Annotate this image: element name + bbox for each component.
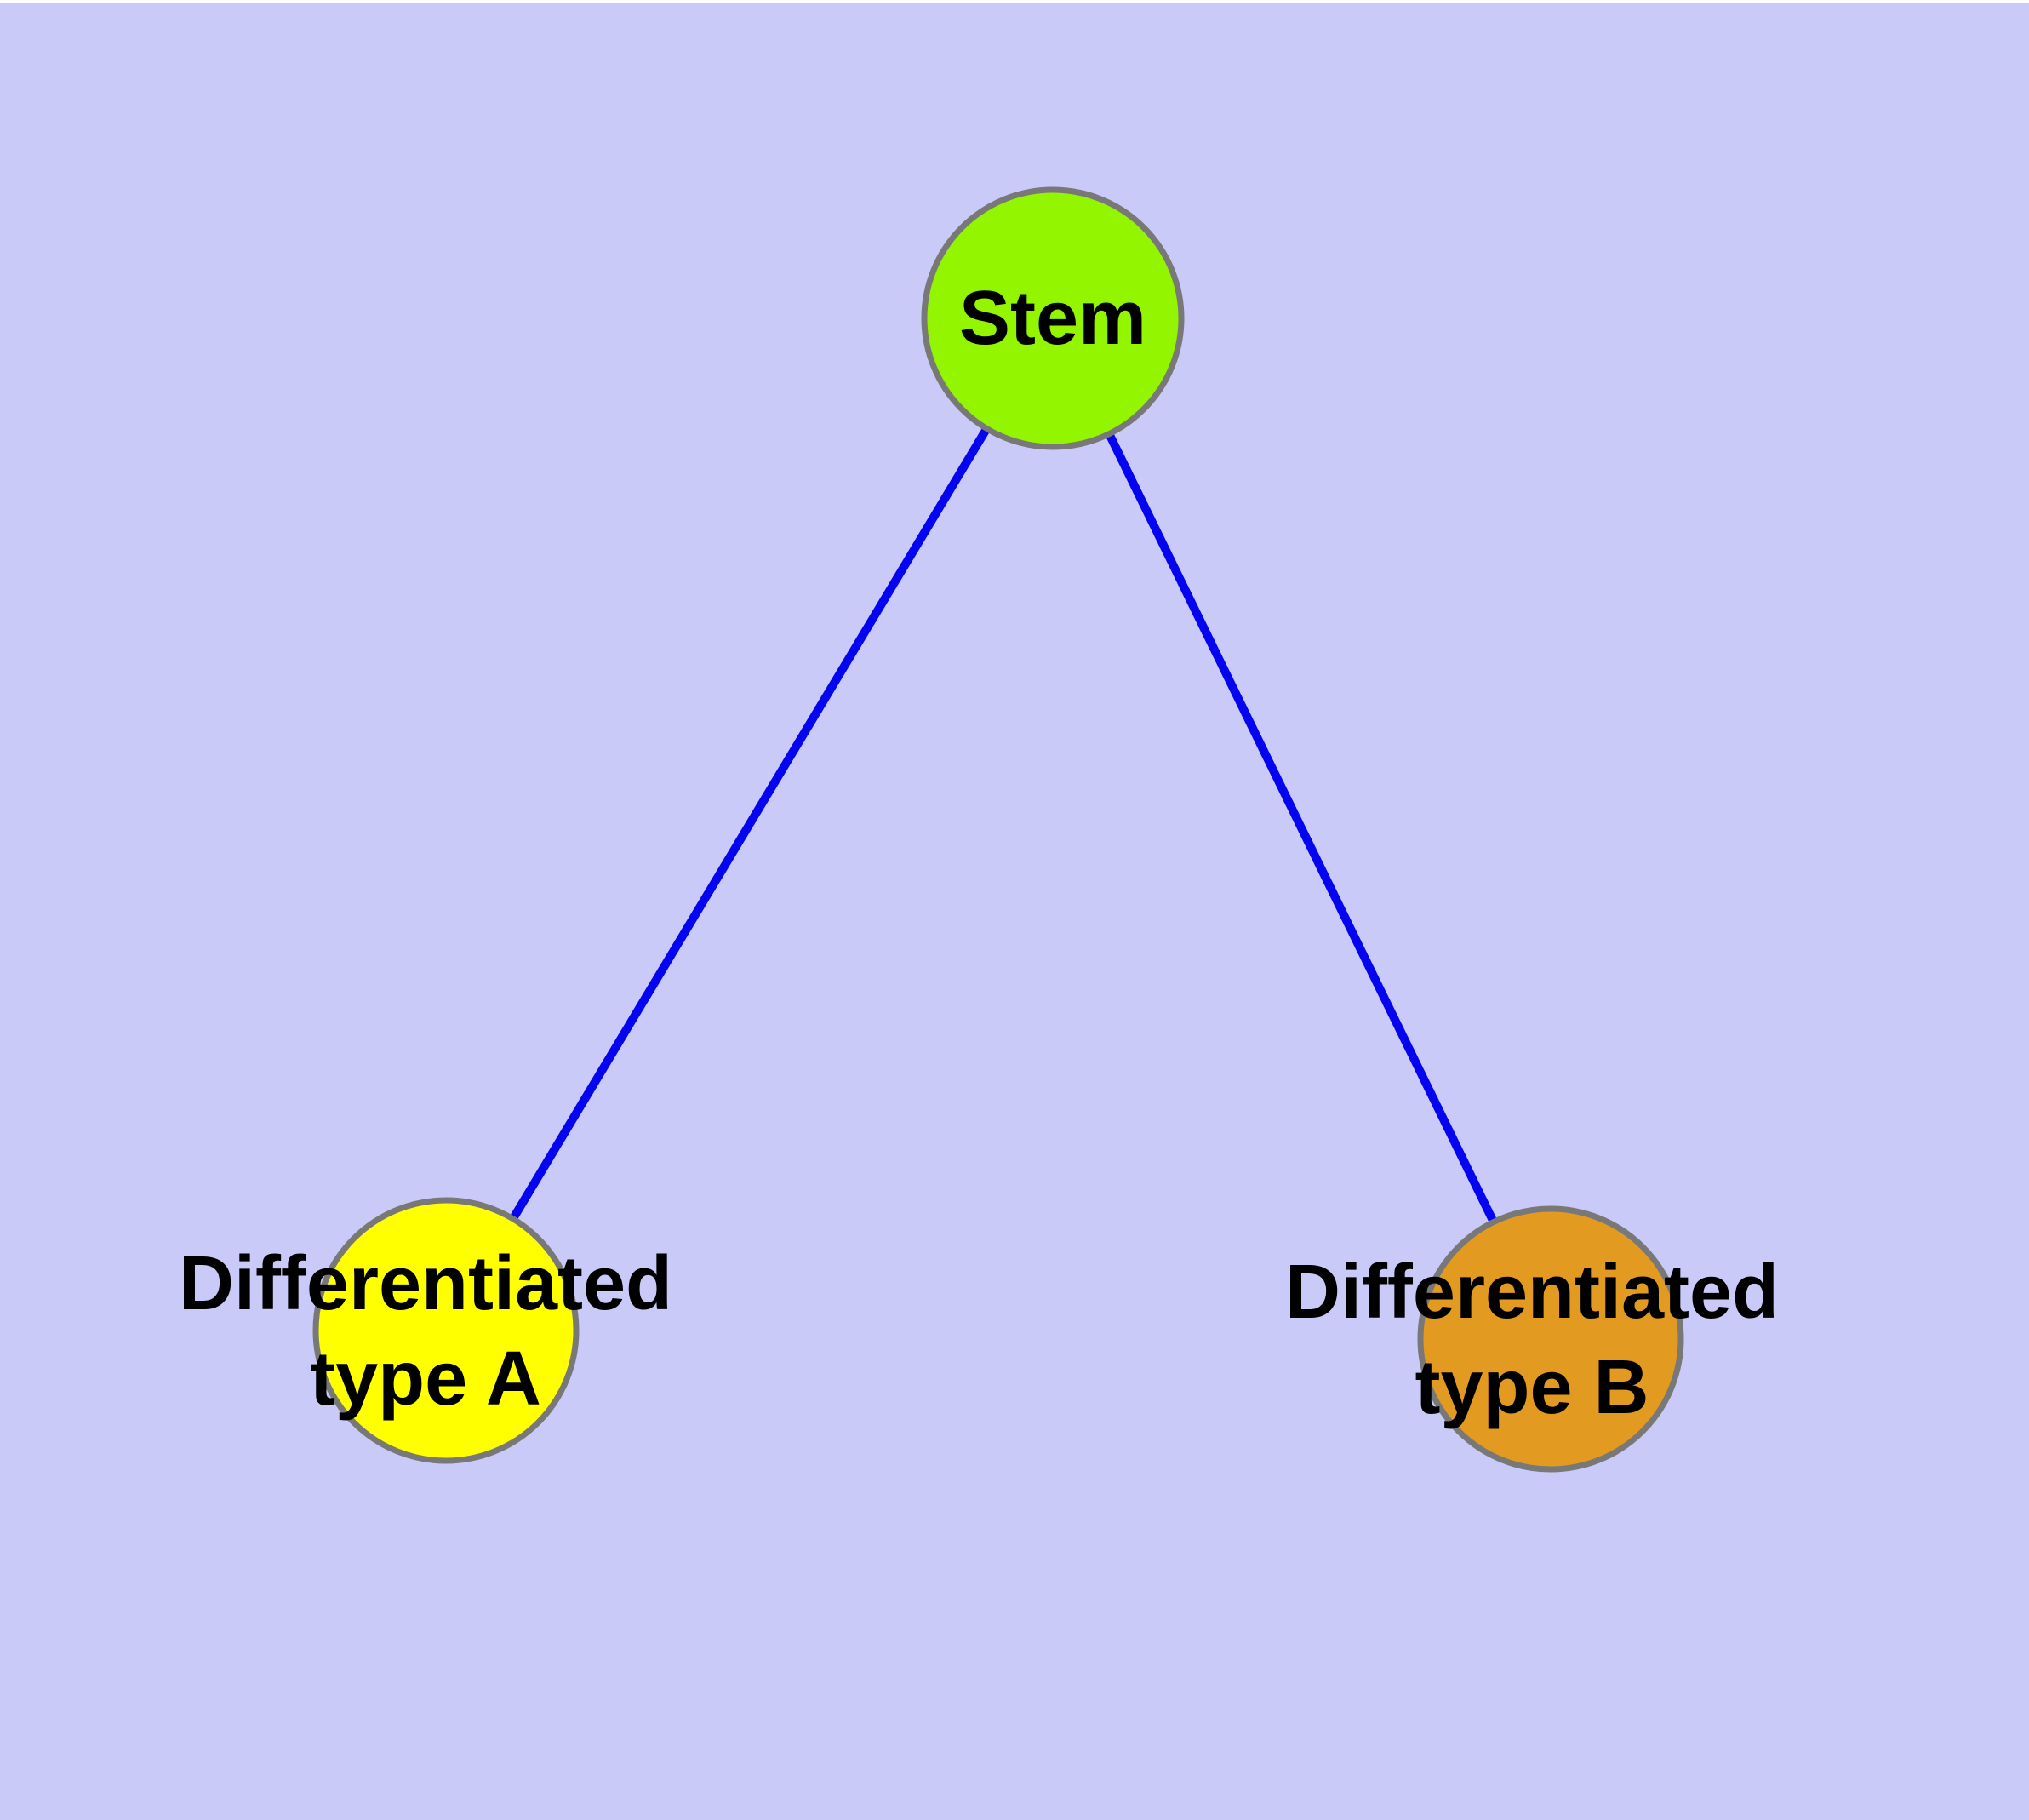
top-margin-strip [0, 0, 2029, 3]
stem-node-circle [921, 186, 1185, 450]
stem-node-label: Stem [959, 276, 1146, 361]
node-differentiated-type-b: Differentiated type B [1285, 1205, 1779, 1473]
edge-stem-to-type-b [1049, 316, 1555, 1342]
type-b-node-label-line2: type B [1415, 1345, 1649, 1430]
type-b-node-circle [1417, 1205, 1684, 1473]
type-b-node-label-line1: Differentiated [1285, 1250, 1779, 1335]
type-a-node-label-line1: Differentiated [179, 1241, 672, 1326]
type-a-node-circle [312, 1197, 580, 1464]
node-differentiated-type-a: Differentiated type A [179, 1197, 672, 1464]
node-stem: Stem [921, 186, 1185, 450]
type-a-node-label-line2: type A [310, 1336, 541, 1422]
edge-stem-to-type-a [442, 316, 1057, 1333]
